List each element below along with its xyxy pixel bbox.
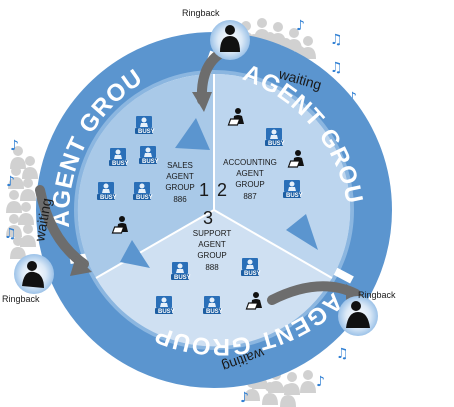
- group-label-accounting: ACCOUNTING AGENT GROUP 887: [223, 158, 277, 201]
- svg-text:♪: ♪: [348, 90, 357, 106]
- sector-sales: [77, 73, 214, 279]
- svg-text:♫: ♫: [336, 346, 349, 362]
- group-number-accounting: 2: [217, 180, 227, 200]
- group-number-sales: 1: [199, 180, 209, 200]
- sector-accounting: [214, 73, 351, 279]
- group-number-support: 3: [203, 208, 213, 228]
- busy-label: BUSY: [158, 309, 175, 315]
- svg-text:ACCOUNTING: ACCOUNTING: [223, 158, 277, 167]
- busy-label: BUSY: [268, 141, 285, 147]
- busy-label: BUSY: [244, 271, 261, 277]
- busy-label: BUSY: [136, 195, 153, 201]
- svg-text:♫: ♫: [330, 60, 343, 76]
- svg-text:AGENT: AGENT: [198, 240, 226, 249]
- svg-text:886: 886: [173, 195, 187, 204]
- busy-label: BUSY: [138, 129, 155, 135]
- busy-label: BUSY: [286, 193, 303, 199]
- svg-text:♪: ♪: [316, 374, 325, 390]
- svg-text:SUPPORT: SUPPORT: [193, 229, 232, 238]
- busy-captions: BUSY BUSY BUSY BUSY BUSY BUSY BUSY BUSY …: [100, 129, 303, 315]
- ringback-caller-top: [210, 20, 250, 60]
- svg-text:♪: ♪: [240, 390, 249, 406]
- busy-label: BUSY: [142, 159, 159, 165]
- svg-text:GROUP: GROUP: [235, 180, 264, 189]
- svg-text:♪: ♪: [296, 18, 305, 34]
- group-label-support: SUPPORT AGENT GROUP 888: [193, 229, 232, 272]
- ringback-caller-right: [338, 296, 378, 336]
- ring-arrowheads: [120, 118, 318, 268]
- svg-text:AGENT: AGENT: [166, 172, 194, 181]
- svg-text:♫: ♫: [4, 226, 17, 242]
- svg-text:GROUP: GROUP: [197, 251, 226, 260]
- ringback-label-left: Ringback: [2, 294, 40, 304]
- busy-label: BUSY: [112, 161, 129, 167]
- busy-label: BUSY: [100, 195, 117, 201]
- svg-text:SALES: SALES: [167, 161, 193, 170]
- waiting-label-left: waiting: [31, 197, 55, 244]
- ringback-label-right: Ringback: [358, 290, 396, 300]
- busy-label: BUSY: [206, 309, 223, 315]
- group-label-sales: SALES AGENT GROUP 886: [165, 161, 194, 204]
- music-note-icon: ♪ ♫ ♪ ♫ ♪ ♫ ♪ ♪ ♫ ♪: [4, 18, 357, 406]
- ring-inner-edge: [74, 70, 354, 350]
- svg-text:888: 888: [205, 263, 219, 272]
- svg-text:♪: ♪: [10, 138, 19, 154]
- svg-text:887: 887: [243, 192, 257, 201]
- busy-label: BUSY: [174, 275, 191, 281]
- svg-text:GROUP: GROUP: [165, 183, 194, 192]
- svg-text:♪: ♪: [6, 174, 15, 190]
- ringback-label-top: Ringback: [182, 8, 220, 18]
- svg-text:AGENT: AGENT: [236, 169, 264, 178]
- ringback-caller-left: [14, 254, 54, 294]
- svg-text:♫: ♫: [330, 32, 343, 48]
- waiting-crowd-left: [6, 146, 38, 259]
